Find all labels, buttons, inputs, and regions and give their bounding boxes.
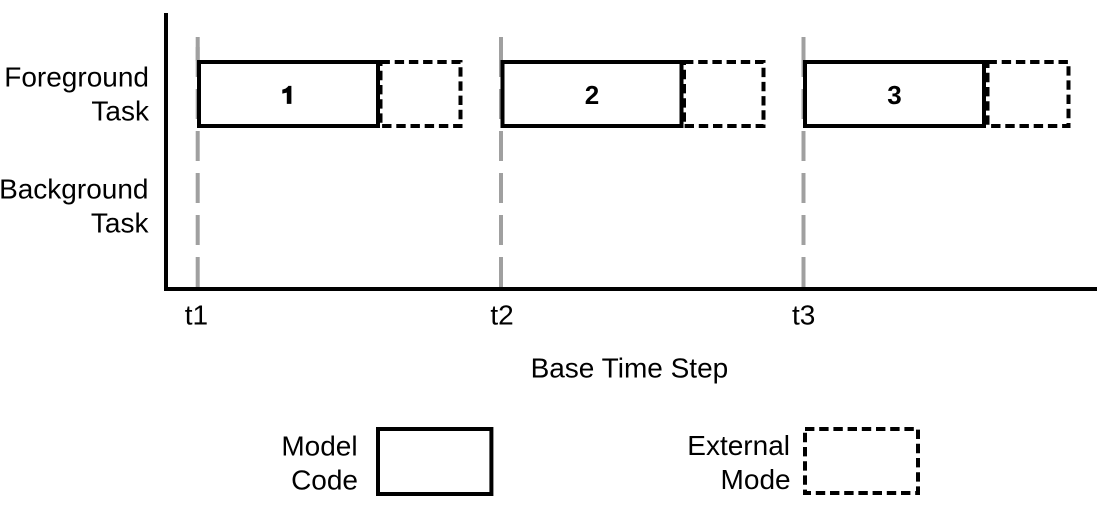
svg-text:2: 2: [585, 80, 599, 110]
svg-text:Model: Model: [281, 431, 357, 462]
svg-text:Background: Background: [0, 173, 149, 204]
svg-text:External: External: [687, 430, 790, 461]
svg-text:Task: Task: [91, 207, 150, 238]
svg-text:Foreground: Foreground: [4, 62, 149, 93]
svg-text:Code: Code: [291, 465, 358, 496]
svg-text:t3: t3: [792, 300, 815, 331]
svg-text:t2: t2: [490, 300, 513, 331]
svg-text:Base Time Step: Base Time Step: [531, 353, 729, 384]
svg-text:Task: Task: [91, 96, 150, 127]
svg-text:Mode: Mode: [721, 464, 791, 495]
svg-text:t1: t1: [185, 300, 208, 331]
svg-text:3: 3: [887, 80, 901, 110]
